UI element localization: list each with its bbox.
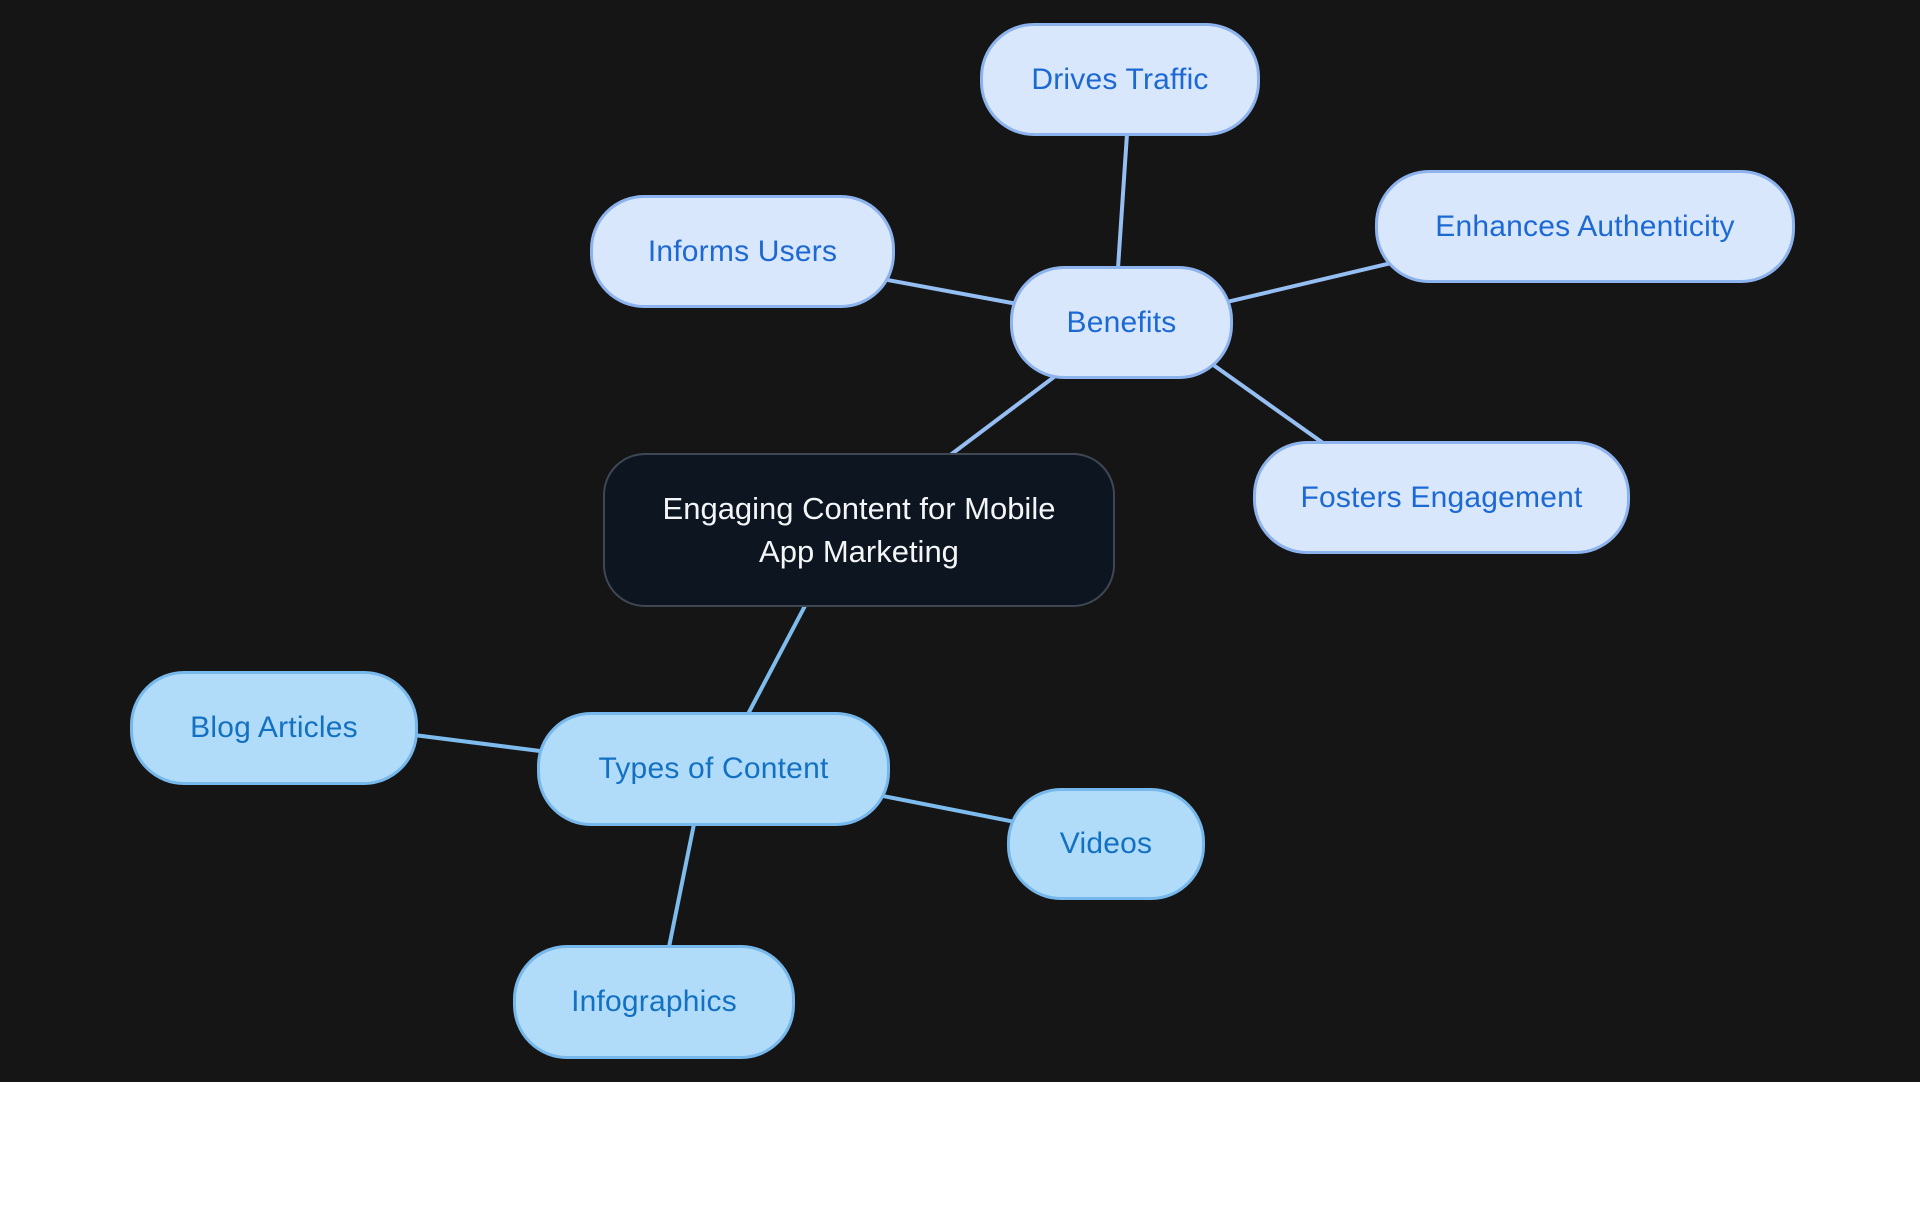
mindmap-node-label-blog-articles: Blog Articles: [190, 711, 358, 744]
edge-root-to-types-of-content: [738, 587, 816, 731]
mindmap-node-benefits[interactable]: Benefits: [1010, 266, 1233, 379]
mindmap-node-fosters-engagement[interactable]: Fosters Engagement: [1253, 441, 1630, 554]
mindmap-node-label-fosters-engagement: Fosters Engagement: [1300, 480, 1583, 514]
mindmap-node-types-of-content[interactable]: Types of Content: [537, 712, 890, 826]
mindmap-node-root[interactable]: Engaging Content for Mobile App Marketin…: [603, 453, 1115, 607]
mindmap-canvas: Engaging Content for Mobile App Marketin…: [0, 0, 1920, 1082]
mindmap-node-label-enhances-authenticity: Enhances Authenticity: [1435, 209, 1735, 243]
edge-benefits-to-fosters-engagement: [1203, 357, 1339, 455]
edge-types-of-content-to-infographics: [663, 806, 700, 965]
mindmap-node-enhances-authenticity[interactable]: Enhances Authenticity: [1375, 170, 1795, 283]
edge-benefits-to-enhances-authenticity: [1213, 258, 1405, 307]
edge-root-to-benefits: [934, 365, 1069, 468]
edge-types-of-content-to-videos: [870, 791, 1028, 827]
mindmap-node-label-informs-users: Informs Users: [647, 234, 838, 268]
mindmap-node-label-benefits: Benefits: [1066, 305, 1177, 339]
footer-strip: [0, 1082, 1920, 1215]
mindmap-node-infographics[interactable]: Infographics: [513, 945, 795, 1059]
mindmap-nodes-layer: Engaging Content for Mobile App Marketin…: [130, 23, 1795, 1059]
mindmap-node-label-drives-traffic: Drives Traffic: [1031, 62, 1209, 96]
edge-benefits-to-drives-traffic: [1114, 116, 1131, 286]
mindmap-node-informs-users[interactable]: Informs Users: [590, 195, 895, 308]
mindmap-node-videos[interactable]: Videos: [1007, 788, 1205, 900]
edge-types-of-content-to-blog-articles: [396, 730, 558, 756]
mindmap-node-label-types-of-content: Types of Content: [598, 752, 829, 785]
mindmap-node-drives-traffic[interactable]: Drives Traffic: [980, 23, 1260, 136]
edge-benefits-to-informs-users: [875, 276, 1030, 308]
mindmap-node-label-root: Engaging Content for Mobile App Marketin…: [662, 490, 1056, 569]
mindmap-node-label-videos: Videos: [1059, 827, 1153, 860]
mindmap-node-blog-articles[interactable]: Blog Articles: [130, 671, 418, 785]
mindmap-edges-layer: [396, 116, 1405, 965]
mindmap-node-label-infographics: Infographics: [571, 985, 737, 1018]
